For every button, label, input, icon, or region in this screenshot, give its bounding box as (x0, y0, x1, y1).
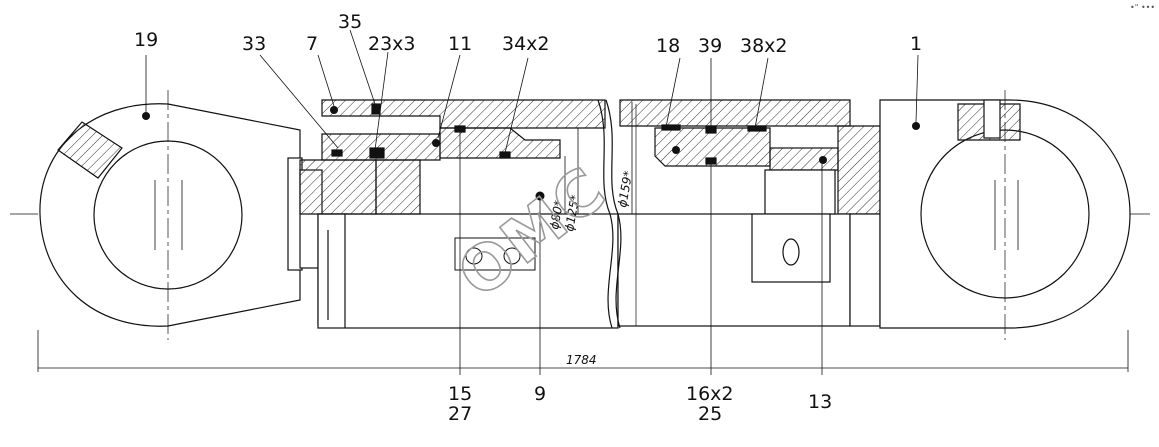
leader-lines (145, 29, 919, 375)
overall-length-dimension: 1784 (566, 353, 597, 367)
tube-diameter: ϕ159* (615, 170, 635, 209)
balloon-9: 9 (534, 383, 546, 405)
dimension-lines (37, 102, 1129, 372)
gland (321, 99, 606, 215)
corner-mark: •" ••• (1130, 3, 1155, 12)
balloon-23x3: 23x3 (368, 33, 416, 55)
balloon-7: 7 (306, 33, 318, 55)
balloon-27: 27 (448, 403, 472, 425)
balloon-18: 18 (656, 35, 680, 57)
balloon-25: 25 (698, 403, 722, 425)
balloon-39: 39 (698, 35, 722, 57)
mounting-bracket (454, 191, 545, 271)
balloon-15: 15 (448, 383, 472, 405)
cylinder-tube (597, 99, 881, 329)
balloon-11: 11 (448, 33, 472, 55)
balloon-1: 1 (910, 33, 922, 55)
balloon-38x2: 38x2 (740, 35, 788, 57)
cap-eye (879, 90, 1131, 340)
rod-eye (39, 90, 301, 340)
balloon-dots (142, 106, 920, 164)
piston (654, 124, 839, 171)
balloon-19: 19 (134, 29, 158, 51)
balloon-13: 13 (808, 391, 832, 413)
balloon-33: 33 (242, 33, 266, 55)
rod-diameter: ϕ80* (547, 199, 566, 230)
balloon-16x2: 16x2 (686, 383, 734, 405)
bore-diameter: ϕ125* (562, 194, 582, 233)
balloon-35: 35 (338, 11, 362, 33)
balloon-34x2: 34x2 (502, 33, 550, 55)
